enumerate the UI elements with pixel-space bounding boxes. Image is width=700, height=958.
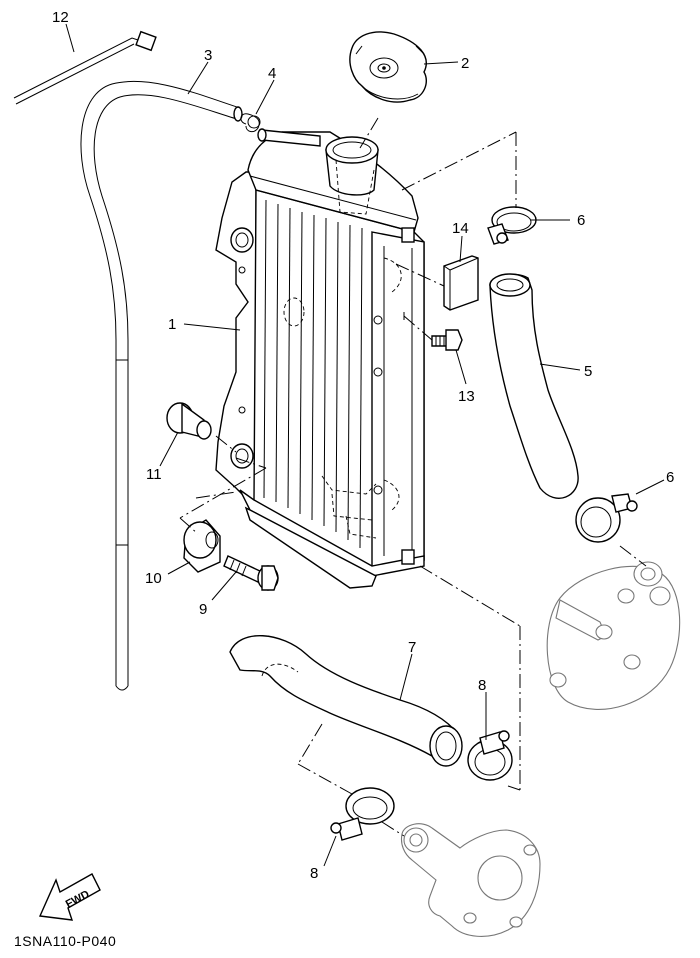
part-5-upper-hose	[489, 273, 579, 499]
part-4-clip	[240, 113, 261, 133]
part-3-overflow-hose	[80, 80, 243, 691]
callout-8-lower: 8	[310, 865, 318, 882]
part-12-breather-pipe	[13, 30, 157, 105]
callout-9: 9	[199, 601, 207, 618]
part-6-hose-clamp-upper	[487, 206, 537, 245]
assembly-lines	[179, 117, 647, 837]
callout-1: 1	[168, 316, 176, 333]
diagram-code: 1SNA110-P040	[14, 933, 116, 949]
callout-13: 13	[458, 388, 475, 405]
callout-8-right: 8	[478, 677, 486, 694]
callout-6-upper: 6	[577, 212, 585, 229]
leader-lines	[65, 23, 665, 867]
callout-7: 7	[408, 639, 416, 656]
part-1-radiator	[215, 128, 425, 589]
callout-6-lower: 6	[666, 469, 674, 486]
part-9-bolt	[223, 555, 279, 591]
callout-14: 14	[452, 220, 469, 237]
part-11-collar	[166, 402, 212, 440]
part-8-hose-clamp-right	[467, 730, 513, 781]
part-8-hose-clamp-lower	[330, 787, 395, 841]
callout-3: 3	[204, 47, 212, 64]
part-7-lower-hose	[229, 634, 463, 767]
engine-pump-cover-ghost	[546, 561, 681, 710]
callout-2: 2	[461, 55, 469, 72]
part-6-hose-clamp-lower	[575, 493, 638, 543]
callouts: 12 3 4 2 6 14 1 5 13 11 6 10 9 7 8 8	[52, 9, 674, 882]
part-10-grommet	[183, 519, 221, 573]
water-pump-cover-ghost	[400, 823, 541, 937]
callout-5: 5	[584, 363, 592, 380]
part-13-bolt	[431, 329, 463, 351]
part-2-radiator-cap	[349, 31, 428, 103]
callout-4: 4	[268, 65, 276, 82]
part-14-pad	[443, 255, 479, 311]
callout-12: 12	[52, 9, 69, 26]
fwd-arrow-icon: FWD	[38, 873, 101, 921]
callout-10: 10	[145, 570, 162, 587]
callout-11: 11	[146, 466, 162, 483]
